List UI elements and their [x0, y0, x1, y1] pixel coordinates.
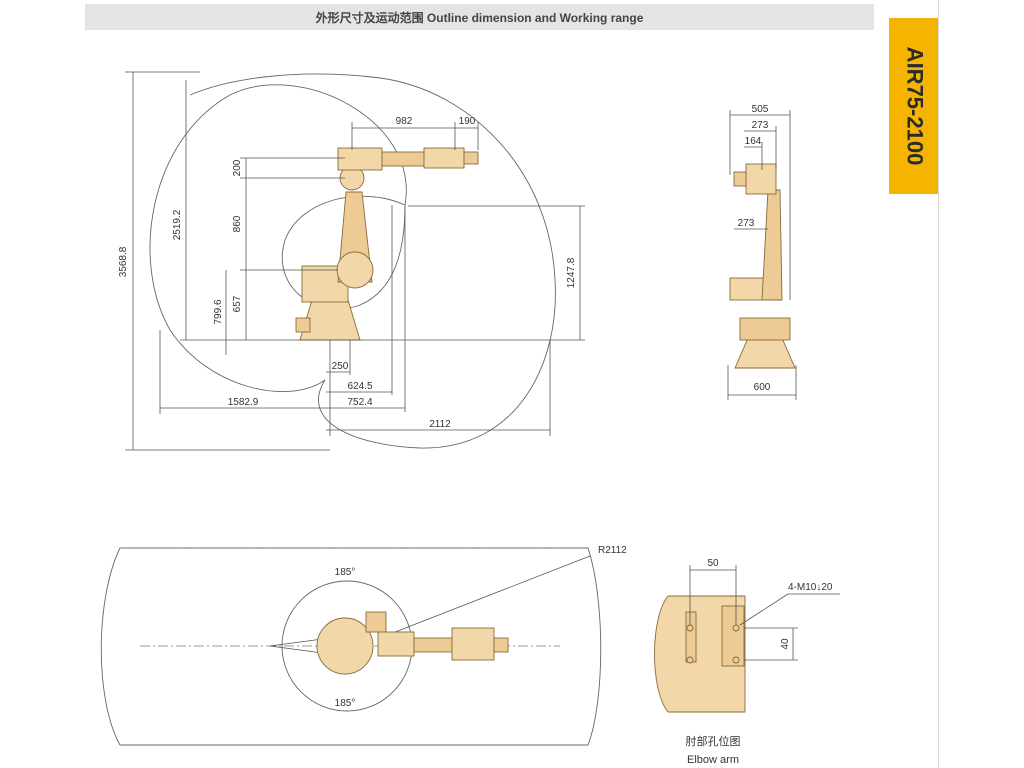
page-header: 外形尺寸及运动范围 Outline dimension and Working … [85, 4, 874, 30]
dim-base-offset: 250 [332, 361, 349, 372]
front-wrist [745, 163, 777, 195]
front-base [734, 337, 796, 369]
dim-angle-bottom: 185° [335, 698, 356, 709]
dim-front-reach: 2112 [429, 419, 451, 430]
radius-leader [384, 555, 591, 637]
top-view: R2112 185° 185° [100, 545, 627, 746]
dim-offset-c: 273 [738, 218, 755, 229]
model-tab: AIR75-2100 [889, 18, 939, 194]
forearm-tube [381, 151, 425, 167]
dim-offset-a: 273 [752, 120, 769, 131]
page-divider [938, 0, 939, 768]
elbow-hole-1 [732, 624, 740, 632]
front-flange [733, 171, 747, 187]
dim-wrist: 190 [459, 116, 476, 127]
top-joint [377, 631, 415, 657]
dim-forearm-offset: 200 [232, 159, 243, 176]
inner-envelope [281, 195, 406, 310]
robot-upper-arm [337, 147, 383, 171]
dim-base-width: 600 [754, 382, 771, 393]
elbow-caption-en: Elbow arm [687, 754, 739, 766]
dim-width-top: 505 [752, 104, 769, 115]
dim-inner-radius: 624.5 [347, 381, 372, 392]
dim-inner-reach: 752.4 [347, 397, 372, 408]
elbow-hole-2 [732, 656, 740, 664]
top-wrist [451, 627, 495, 661]
elbow-hole-4 [686, 656, 694, 664]
dim-rear-reach: 1582.9 [228, 397, 259, 408]
dim-radius: R2112 [598, 545, 627, 556]
base-cable-port [295, 317, 311, 333]
top-envelope [100, 547, 602, 746]
dim-angle-top: 185° [335, 567, 356, 578]
dim-upper-arm: 982 [396, 116, 413, 127]
top-flange [493, 637, 509, 653]
front-view: 505 273 164 273 600 [727, 104, 797, 400]
elbow-detail: 50 4-M10↓20 40 肘部孔位图 Elbow arm [654, 558, 840, 766]
elbow-hole-3 [686, 624, 694, 632]
dim-reach-height: 2519.2 [172, 209, 183, 240]
dim-base-to-shoulder: 657 [232, 295, 243, 312]
dim-total-height: 3568.8 [118, 246, 129, 277]
header-title: 外形尺寸及运动范围 Outline dimension and Working … [315, 10, 644, 25]
dim-spacing-h: 50 [707, 558, 719, 569]
side-dimensions: 3568.8 2519.2 982 190 200 860 657 799.6 [118, 71, 585, 451]
robot-wrist [423, 147, 465, 169]
dim-offset-b: 164 [745, 136, 762, 147]
top-arm [413, 637, 455, 653]
elbow-boss [721, 605, 745, 667]
shoulder-joint [336, 251, 374, 289]
dim-shoulder-height: 799.6 [213, 299, 224, 324]
dim-arm-length: 860 [232, 215, 243, 232]
dim-holes: 4-M10↓20 [788, 582, 833, 593]
elbow-caption-cn: 肘部孔位图 [686, 734, 741, 748]
dim-lower-reach: 1247.8 [566, 257, 577, 288]
front-arm [761, 189, 783, 301]
elbow-rib [685, 611, 697, 663]
top-base [316, 617, 374, 675]
side-view: 3568.8 2519.2 982 190 200 860 657 799.6 [118, 71, 585, 451]
flange [463, 151, 479, 165]
top-motor [365, 611, 387, 633]
robot-side [295, 147, 479, 341]
front-turret [739, 317, 791, 341]
dim-spacing-v: 40 [780, 638, 791, 650]
